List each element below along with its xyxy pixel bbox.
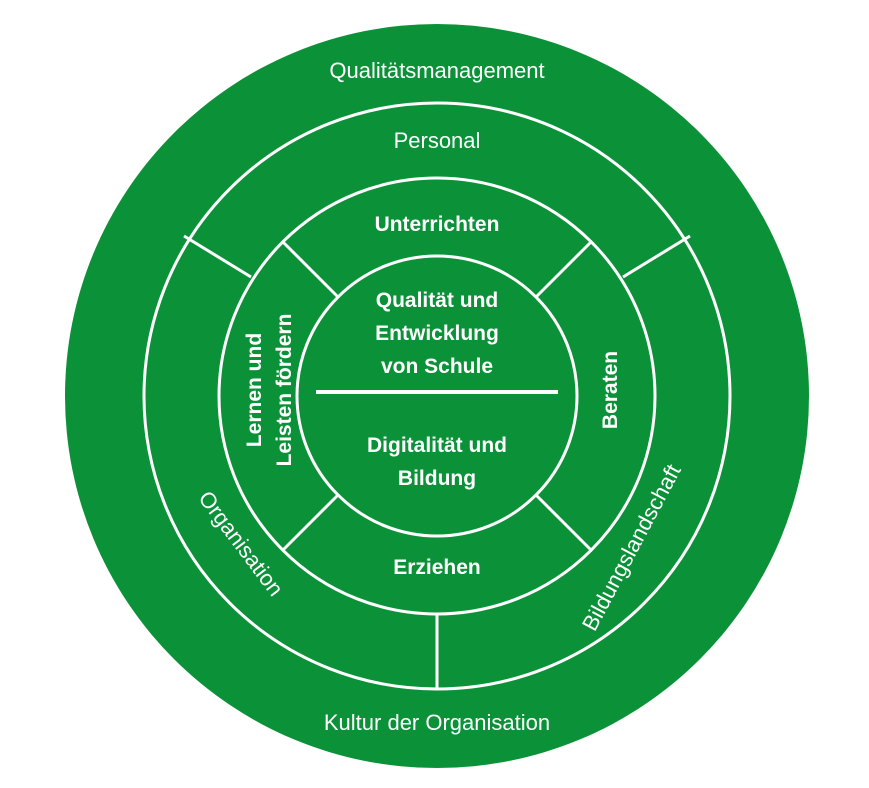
label-leisten-foerdern: Leisten fördern [273,314,296,467]
label-kultur-der-organisation: Kultur der Organisation [324,710,550,735]
label-qualitaet-und: Qualität und [376,289,499,312]
core-circle-border [295,254,579,538]
inner-divider-lower-left [281,493,340,552]
label-lernen-und: Lernen und [243,333,266,447]
label-von-schule: von Schule [381,355,493,378]
outer-circle [65,24,809,768]
label-unterrichten: Unterrichten [375,213,500,236]
middle-divider-upper-right [622,234,691,279]
label-qualitaetsmanagement: Qualitätsmanagement [329,58,544,83]
label-entwicklung: Entwicklung [375,322,499,345]
middle-divider-upper-left [183,234,252,279]
label-beraten: Beraten [599,351,622,429]
label-bildung: Bildung [398,467,476,490]
inner-divider-upper-right [534,240,593,299]
inner-divider-lower-right [534,493,593,552]
inner-divider-upper-left [281,240,340,299]
label-personal: Personal [394,128,481,153]
label-digitalitaet-und: Digitalität und [367,434,507,457]
label-erziehen: Erziehen [393,556,481,579]
